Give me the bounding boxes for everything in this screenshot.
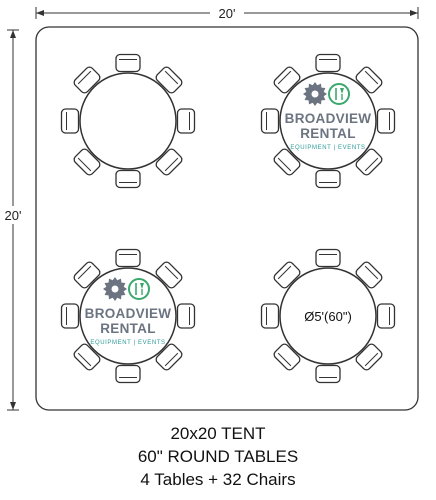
logo-brand-line2: RENTAL xyxy=(300,126,356,141)
chair xyxy=(73,343,101,371)
chair xyxy=(376,303,396,329)
chair xyxy=(115,248,141,268)
chair xyxy=(60,303,80,329)
table-group-top-left xyxy=(60,53,196,189)
logo-brand-line2: RENTAL xyxy=(100,321,156,336)
table-group-bottom-right: Ø5'(60") xyxy=(260,248,396,384)
chair xyxy=(273,148,301,176)
chair xyxy=(315,53,341,73)
chair xyxy=(73,66,101,94)
height-dimension-label: 20' xyxy=(5,208,22,223)
chair xyxy=(176,303,196,329)
chair xyxy=(115,169,141,189)
top-dimension: 20' xyxy=(35,5,419,21)
chair xyxy=(273,66,301,94)
chair xyxy=(355,261,383,289)
chair xyxy=(260,303,280,329)
chair xyxy=(355,343,383,371)
dining-event-icon xyxy=(328,83,350,105)
left-dimension: 20' xyxy=(3,29,25,411)
chair xyxy=(273,343,301,371)
chair xyxy=(115,53,141,73)
chair xyxy=(73,261,101,289)
chair xyxy=(155,66,183,94)
chair xyxy=(155,343,183,371)
round-table xyxy=(279,267,377,365)
round-table xyxy=(79,72,177,170)
caption-table-type: 60" ROUND TABLES xyxy=(137,447,299,466)
logo-tagline: EQUIPMENT | EVENTS xyxy=(90,340,165,346)
chair xyxy=(60,108,80,134)
saw-blade-icon xyxy=(303,82,327,106)
logo-tagline: EQUIPMENT | EVENTS xyxy=(290,145,365,151)
chair xyxy=(115,364,141,384)
logo-brand-line1: BROADVIEW xyxy=(285,111,372,126)
caption-tent-size: 20x20 TENT xyxy=(170,424,266,443)
chair xyxy=(376,108,396,134)
chair xyxy=(315,364,341,384)
chair xyxy=(176,108,196,134)
chair xyxy=(273,261,301,289)
chair xyxy=(315,169,341,189)
chair xyxy=(355,148,383,176)
chair xyxy=(355,66,383,94)
round-table xyxy=(279,72,377,170)
saw-blade-icon xyxy=(103,277,127,301)
chair xyxy=(260,108,280,134)
chair xyxy=(155,261,183,289)
chair xyxy=(155,148,183,176)
caption-table-count: 4 Tables + 32 Chairs xyxy=(140,470,296,489)
chair xyxy=(315,248,341,268)
round-table xyxy=(79,267,177,365)
chair xyxy=(73,148,101,176)
logo-brand-line1: BROADVIEW xyxy=(85,306,172,321)
dining-event-icon xyxy=(128,278,150,300)
width-dimension-label: 20' xyxy=(219,6,236,21)
table-diameter-label: Ø5'(60") xyxy=(304,309,352,324)
